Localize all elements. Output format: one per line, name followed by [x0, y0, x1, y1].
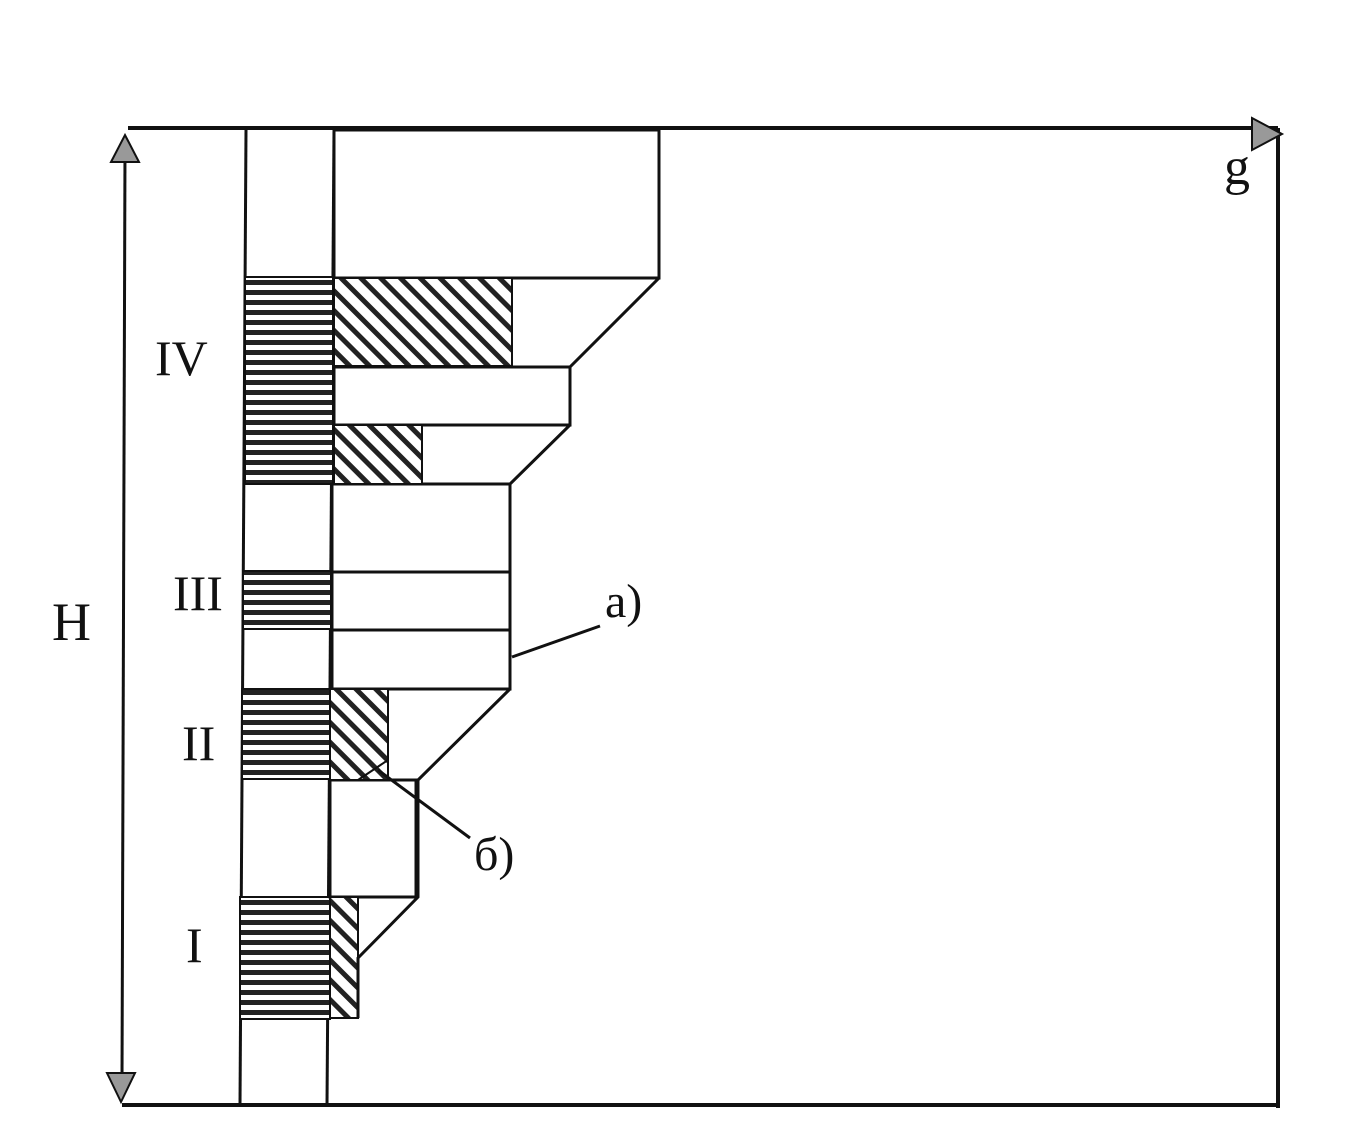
- envelope-curve-b: [357, 689, 389, 781]
- block-iv-middle: [332, 365, 572, 427]
- hatched-ii: [329, 688, 389, 781]
- section-label-i: I: [186, 917, 203, 973]
- section-label-ii: II: [182, 715, 215, 771]
- envelope-curve-a: [356, 130, 661, 1018]
- frame: [122, 126, 1280, 1108]
- core-section-iii: [242, 570, 332, 630]
- hatched-blocks: [329, 277, 513, 1019]
- leader-a: [511, 624, 601, 659]
- hatched-iv-upper: [333, 277, 513, 367]
- h-label: H: [52, 592, 91, 652]
- block-iii-lower: [330, 628, 512, 691]
- h-dimension: [105, 132, 141, 1105]
- shelf-blocks: [328, 128, 661, 899]
- curve-label-b: б): [474, 828, 514, 881]
- core-section-iv: [244, 276, 334, 485]
- block-iii-upper: [330, 482, 512, 574]
- leader-b: [377, 768, 471, 840]
- g-axis-arrow-icon: [1251, 116, 1285, 152]
- block-top: [332, 128, 661, 280]
- core-striped-sections: [239, 276, 334, 1020]
- core-section-i: [239, 896, 331, 1020]
- core-section-ii: [241, 688, 331, 780]
- block-ii-lower: [328, 778, 418, 899]
- g-axis-label: g: [1224, 139, 1250, 196]
- h-top-arrow-icon: [109, 132, 141, 163]
- section-label-iv: IV: [155, 330, 208, 386]
- block-iii-middle: [330, 570, 512, 632]
- hatched-iv-lower: [333, 424, 423, 485]
- hatched-i: [329, 896, 359, 1019]
- section-label-iii: III: [173, 565, 223, 621]
- curve-label-a: а): [605, 575, 642, 628]
- h-bottom-arrow-icon: [105, 1072, 137, 1105]
